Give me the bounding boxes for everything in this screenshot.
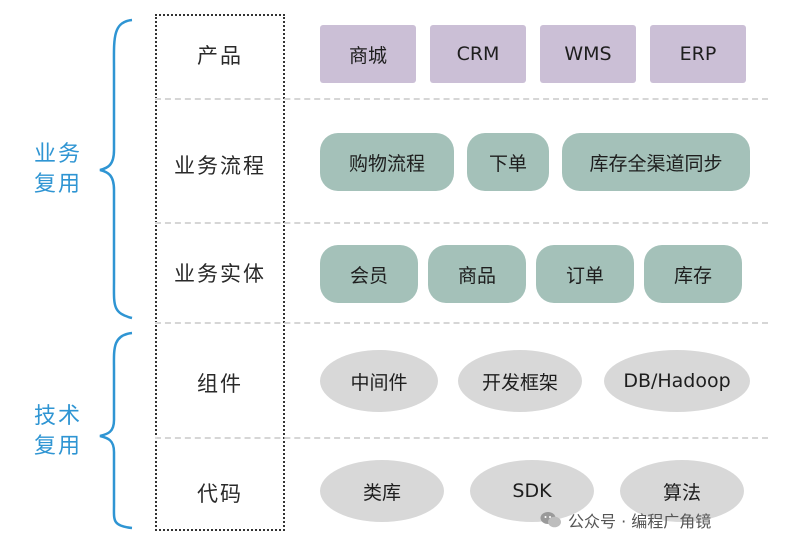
component-chip: DB/Hadoop bbox=[604, 350, 750, 412]
code-chip: 类库 bbox=[320, 460, 444, 522]
layer-label-column bbox=[155, 14, 285, 531]
row-label-business-process: 业务流程 bbox=[174, 154, 266, 178]
business-process-chip: 下单 bbox=[467, 133, 549, 191]
business-process-chip: 购物流程 bbox=[320, 133, 454, 191]
business-entity-chip: 会员 bbox=[320, 245, 418, 303]
component-chip: 中间件 bbox=[320, 350, 438, 412]
row-label-component: 组件 bbox=[197, 372, 243, 396]
row-label-business-entity: 业务实体 bbox=[174, 262, 266, 286]
product-chip: WMS bbox=[540, 25, 636, 83]
business-entity-chip: 商品 bbox=[428, 245, 526, 303]
business-entity-chip: 库存 bbox=[644, 245, 742, 303]
row-label-code: 代码 bbox=[197, 482, 243, 506]
tech-reuse-brace bbox=[99, 331, 133, 530]
business-process-chip: 库存全渠道同步 bbox=[562, 133, 750, 191]
product-chip: CRM bbox=[430, 25, 526, 83]
business-entity-chip: 订单 bbox=[536, 245, 634, 303]
code-chip: 算法 bbox=[620, 460, 744, 522]
row-divider bbox=[155, 98, 768, 100]
business-reuse-brace bbox=[99, 18, 133, 320]
row-divider bbox=[155, 322, 768, 324]
business-reuse-label: 业务 复用 bbox=[33, 142, 82, 197]
watermark-text: 公众号 · 编程广角镜 bbox=[568, 512, 712, 531]
row-divider bbox=[155, 222, 768, 224]
code-chip: SDK bbox=[470, 460, 594, 522]
tech-reuse-label: 技术 复用 bbox=[33, 404, 82, 459]
row-label-product: 产品 bbox=[197, 44, 243, 68]
wechat-icon bbox=[540, 512, 561, 528]
product-chip: 商城 bbox=[320, 25, 416, 83]
row-divider bbox=[155, 437, 768, 439]
component-chip: 开发框架 bbox=[458, 350, 582, 412]
product-chip: ERP bbox=[650, 25, 746, 83]
watermark: 公众号 · 编程广角镜 bbox=[540, 508, 711, 532]
